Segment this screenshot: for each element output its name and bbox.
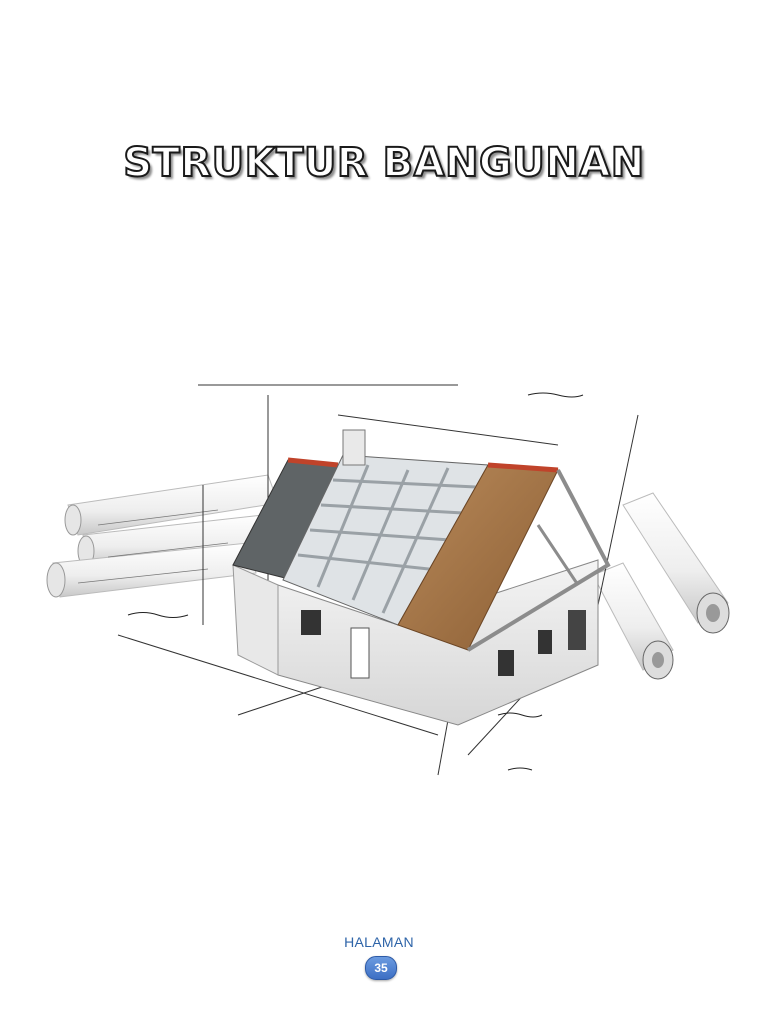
house-structure-blueprint-icon	[46, 384, 730, 776]
page-title: STRUKTUR BANGUNAN	[122, 139, 645, 187]
page-number-badge: 35	[365, 956, 397, 980]
footer-page-label: HALAMAN	[344, 934, 414, 950]
blueprint-roll-left-icon	[46, 474, 279, 598]
blueprint-roll-right-icon	[592, 492, 730, 680]
